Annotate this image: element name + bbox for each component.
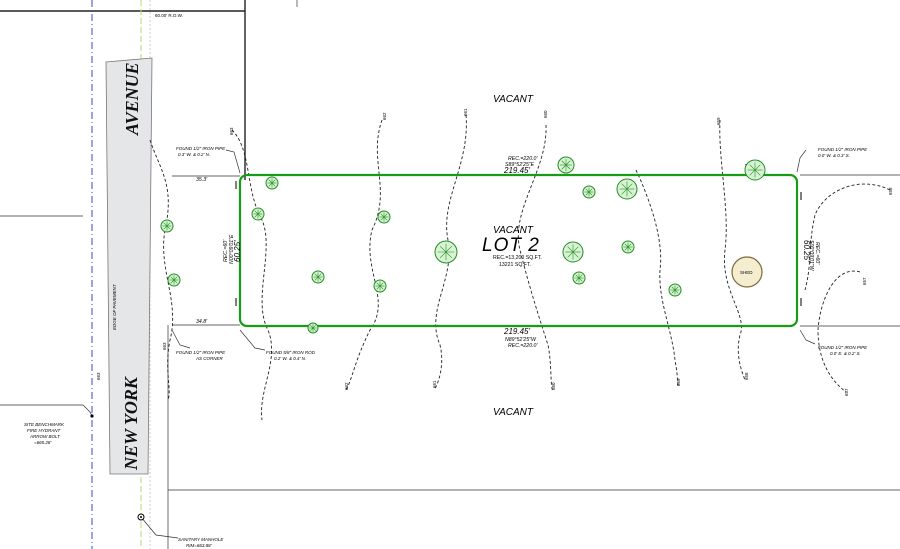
north-bearing-label: S89°52'25"E: [505, 162, 535, 168]
north-rec-label: REC.=220.0': [508, 156, 538, 162]
tree-canopy-icon: [668, 283, 682, 297]
tree-canopy-icon: [616, 178, 638, 200]
benchmark-line3: ARROW BOLT: [29, 434, 61, 439]
contour-label: 658: [744, 372, 749, 380]
tree-group: [160, 156, 766, 334]
east-bearing-label: S00°09'01"W: [808, 240, 814, 272]
contour-label: 662: [382, 112, 387, 120]
shed-icon: [731, 256, 763, 288]
shed-label: SHED: [740, 270, 753, 275]
contour-label: 663: [229, 127, 234, 135]
contour-label: 663: [96, 372, 101, 380]
se-pipe-callout-line1: FOUND 1/2" IRON PIPE: [818, 345, 868, 350]
manhole: [137, 513, 145, 521]
south-rec-label: REC.=220.0': [508, 343, 538, 349]
contour-label: 662: [344, 382, 349, 390]
benchmark-line4: =665.28': [34, 440, 51, 445]
tree-canopy-icon: [434, 240, 458, 264]
tree-canopy-icon: [557, 156, 575, 174]
benchmark-line2: FIRE HYDRANT: [27, 428, 62, 433]
road-pavement: [105, 57, 153, 475]
contour-label: 660: [543, 110, 548, 118]
west-bearing-label: N00°09'01"E: [229, 234, 235, 264]
tree-canopy-icon: [744, 159, 766, 181]
sw-rod-callout-line1: FOUND 5/8" IRON ROD: [266, 350, 316, 355]
contour-label: 661: [463, 108, 468, 116]
contour-label-group: 663 663 663 662 661 660 659 659 658 658 …: [96, 108, 893, 396]
contour-label: 663: [162, 342, 167, 350]
manhole-callout-line2: RIM=663.88': [186, 543, 212, 548]
edge-of-pavement-label: EDGE OF PAVEMENT: [112, 283, 117, 330]
tree-canopy-icon: [582, 185, 596, 199]
tree-canopy-icon: [377, 210, 391, 224]
benchmark-line1: SITE BENCHMARK: [24, 422, 65, 427]
contour-label: 661: [432, 380, 437, 388]
manhole-center: [140, 516, 142, 518]
tree-canopy-icon: [265, 176, 279, 190]
tree-canopy-icon: [307, 322, 319, 334]
north-length-label: 219.45': [503, 166, 530, 175]
sw-pipe-callout-line2: AS CORNER: [195, 356, 224, 361]
east-length-label: 60.25': [802, 240, 811, 262]
tree-canopy-icon: [621, 240, 635, 254]
vacant-south-label: VACANT: [493, 407, 534, 418]
west-length-label: 60.25': [233, 240, 242, 262]
tree-canopy-icon: [160, 219, 174, 233]
contour-label: 659: [716, 117, 721, 125]
west-rec-label: REC.=60': [223, 239, 229, 262]
road-name-avenue: AVENUE: [122, 62, 142, 136]
contour-label: 657: [844, 388, 849, 396]
ne-pipe-callout-line2: 0.0' W. & 0.3' S.: [818, 153, 850, 158]
contour-label: 659: [676, 378, 681, 386]
tree-canopy-icon: [572, 271, 586, 285]
tree-canopy-icon: [311, 270, 325, 284]
sw-pipe-callout-line1: FOUND 1/2" IRON PIPE: [176, 350, 226, 355]
lot-area: 13221 SQ.FT.: [499, 262, 531, 268]
tree-canopy-icon: [373, 279, 387, 293]
south-bearing-label: N89°52'25"W: [505, 337, 537, 343]
contour-label: 660: [551, 382, 556, 390]
contour-lines: [149, 114, 891, 421]
vacant-north-label: VACANT: [493, 94, 534, 105]
sw-rod-callout-line2: 0.2' W. & 0.4' N.: [274, 356, 306, 361]
se-pipe-callout-line2: 0.0' E. & 0.2' S.: [830, 351, 861, 356]
east-rec-label: REC.=60': [814, 242, 820, 265]
offset-south-label: 34.8': [196, 319, 208, 325]
south-length-label: 219.45': [503, 327, 530, 336]
lot-rec-area: REC.=13,200 SQ.FT.: [493, 255, 542, 261]
tree-canopy-icon: [251, 207, 265, 221]
tree-canopy-icon: [167, 273, 181, 287]
offset-north-label: 35.3': [196, 177, 208, 183]
nw-pipe-callout-line2: 0.3' W. & 0.2' N.: [178, 152, 210, 157]
contour-label: 658: [888, 187, 893, 195]
shed: SHED: [731, 256, 763, 288]
tree-canopy-icon: [562, 241, 584, 263]
manhole-callout-line1: SANITARY MANHOLE: [178, 537, 224, 542]
callout-leaders: [82, 149, 816, 539]
lot-2-boundary: [238, 173, 799, 328]
ne-pipe-callout-line1: FOUND 1/2" IRON PIPE: [818, 147, 868, 152]
contour-label: 657: [862, 277, 867, 285]
road-name-new-york: NEW YORK: [121, 375, 141, 471]
lot-title: LOT 2: [482, 235, 540, 256]
vacant-center-label: VACANT: [493, 225, 534, 236]
row-width-label: 60.00' R.O.W.: [155, 13, 183, 18]
nw-pipe-callout-line1: FOUND 1/2" IRON PIPE: [176, 146, 226, 151]
benchmark-marker: [90, 414, 94, 418]
